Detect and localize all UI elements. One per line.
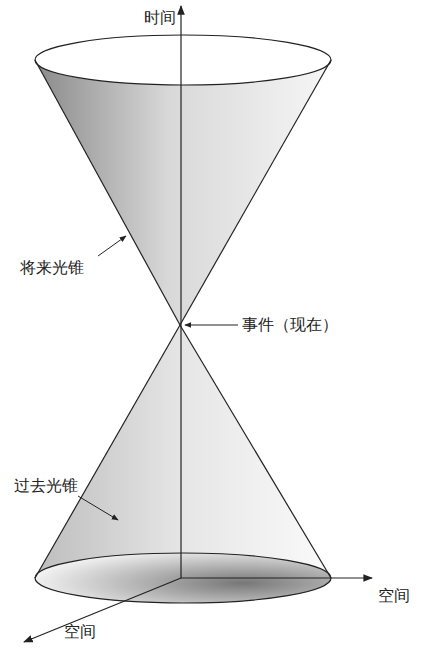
callout-label: 过去光锥 [14,476,78,495]
future-cone [35,35,331,325]
callout-label: 事件（现在） [242,315,338,334]
time-axis [180,6,181,578]
axis-label: 时间 [144,8,176,27]
leader-arrow [185,325,238,326]
future-cone-rim [35,35,331,85]
axis-label: 空间 [64,622,96,641]
leader-arrow [78,496,118,520]
axis-label: 空间 [378,586,410,605]
leader-arrow [98,236,126,256]
callout-label: 将来光锥 [20,258,84,277]
past-cone [35,325,331,603]
space-axis [24,578,181,642]
space-axis [181,577,372,578]
